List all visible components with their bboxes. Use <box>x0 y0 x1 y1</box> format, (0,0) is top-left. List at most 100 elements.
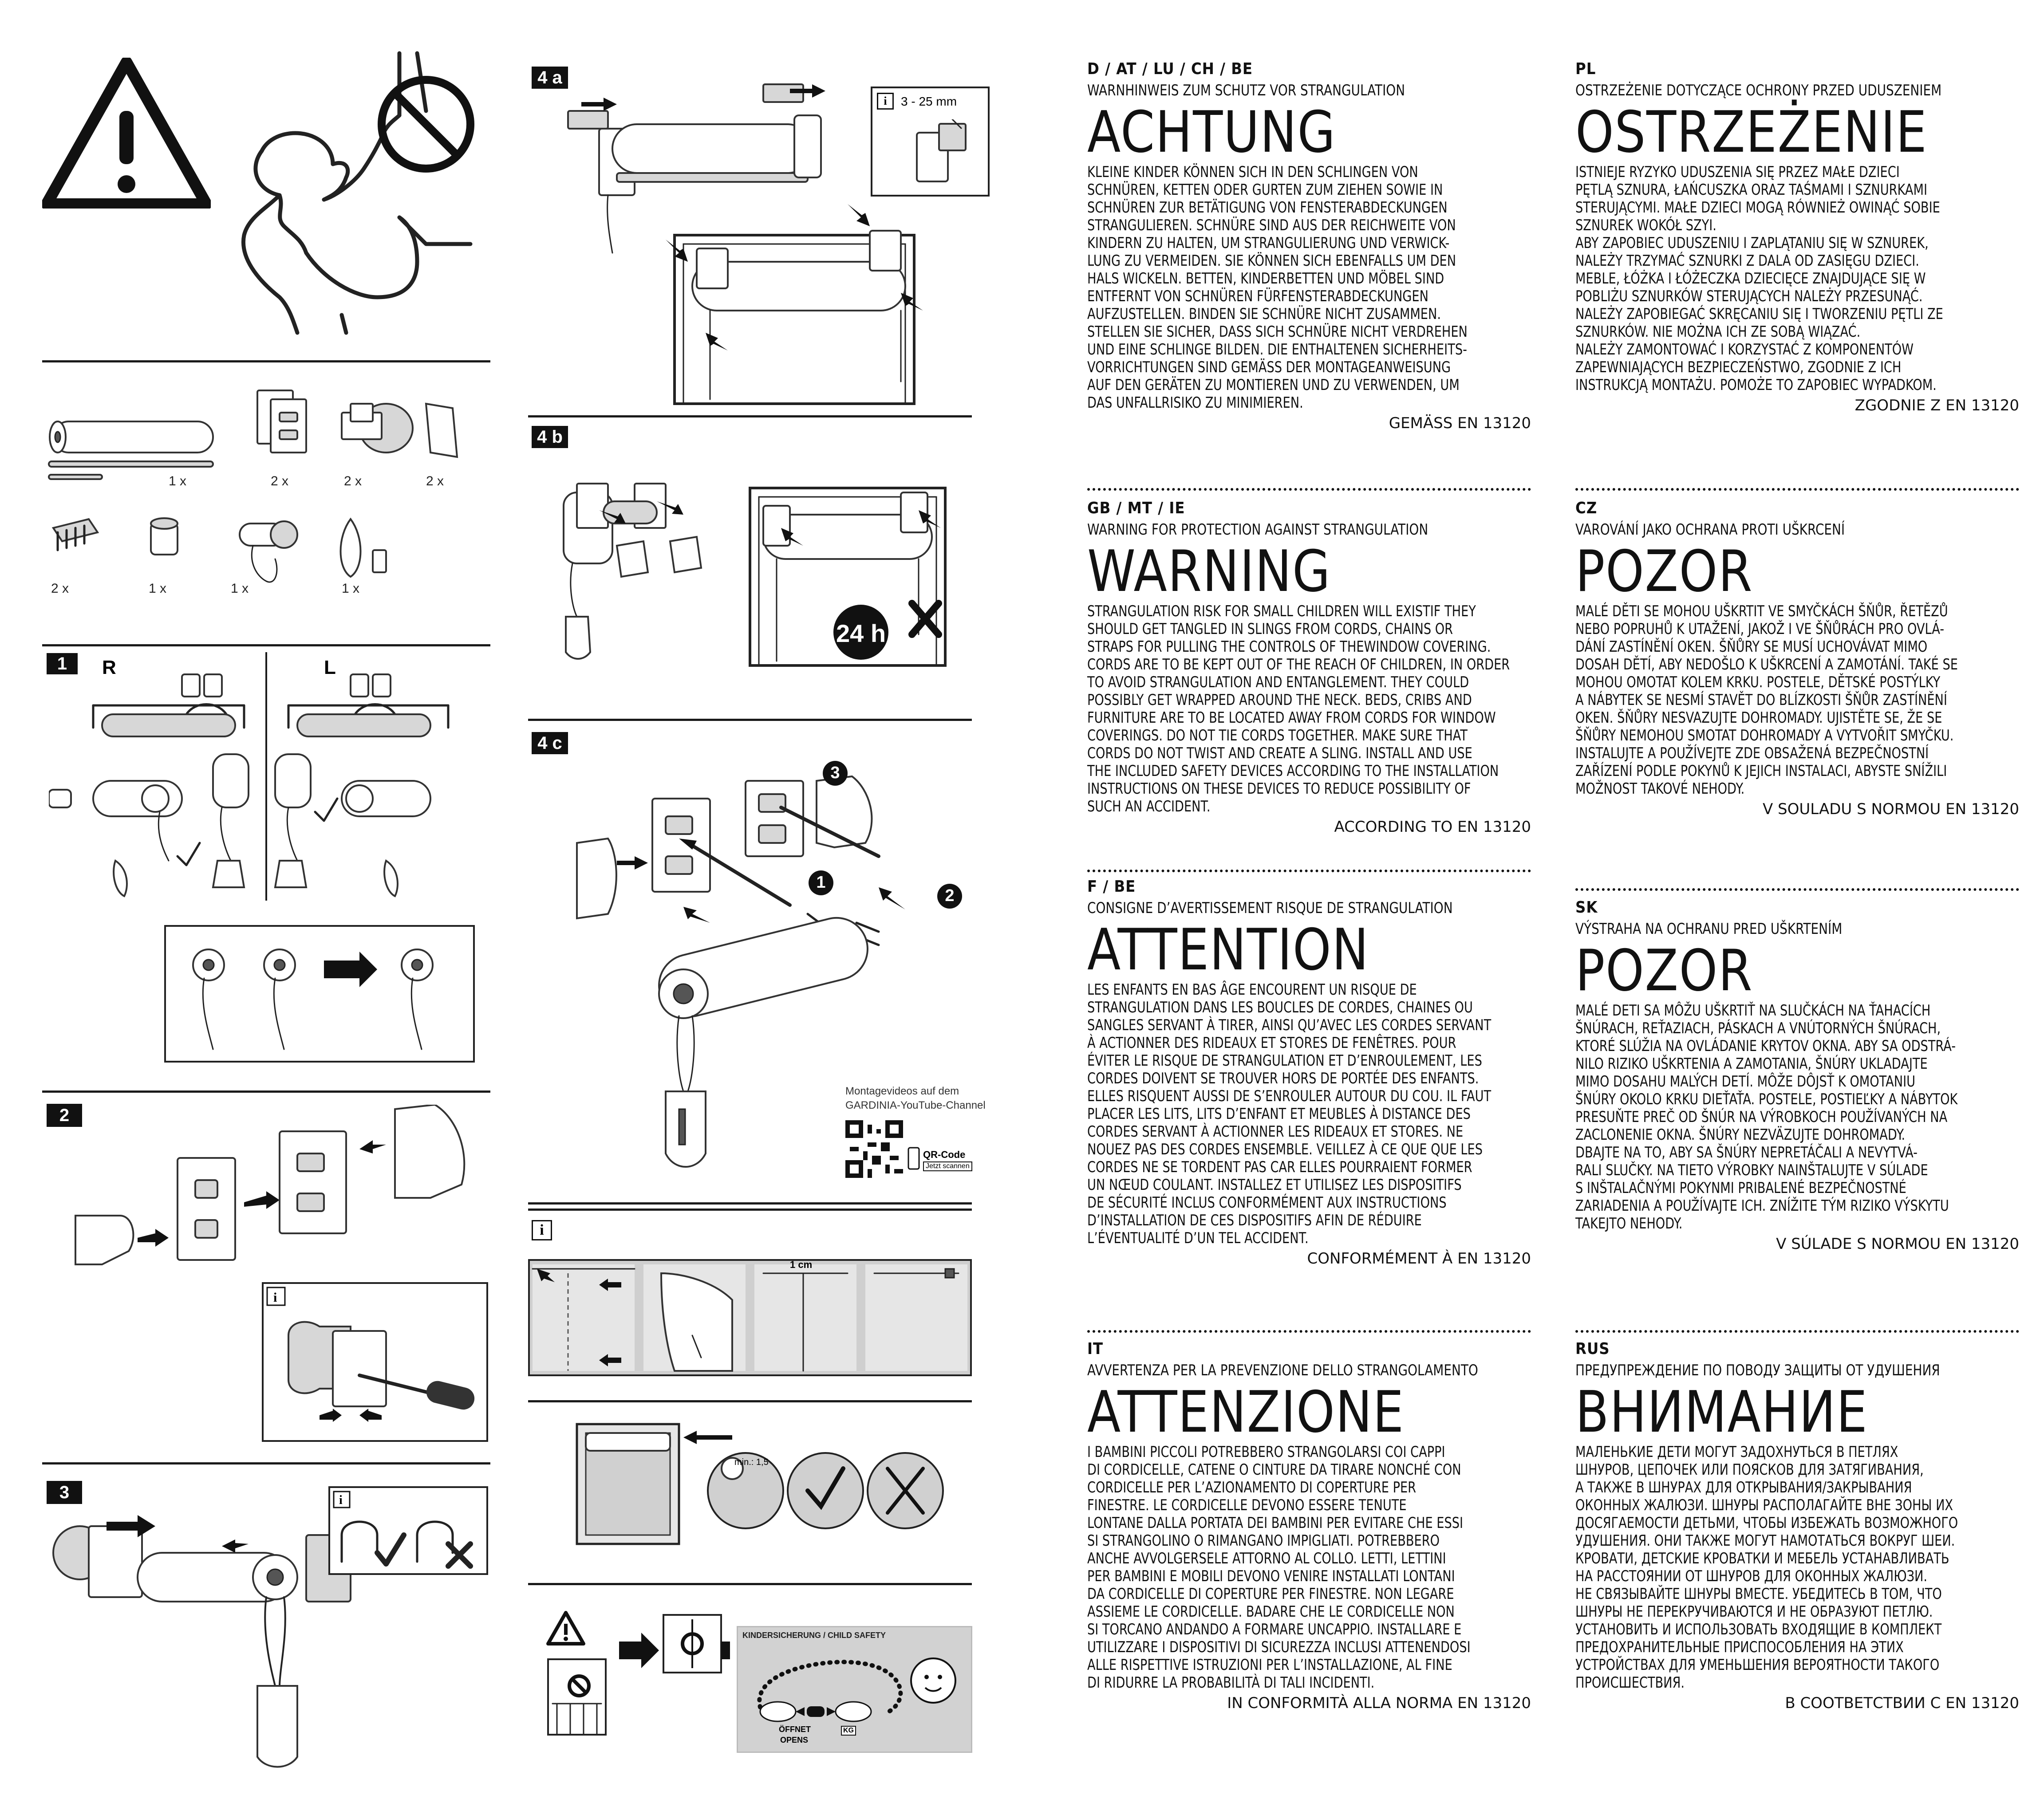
dotted-divider <box>1087 1330 1531 1333</box>
info-icon: i <box>532 1220 552 1240</box>
qty-spacer: 2 x <box>51 581 69 596</box>
wait-24h-label: 24 h <box>836 619 886 647</box>
divider <box>42 1090 490 1093</box>
step-4c-badge: 4 c <box>532 732 568 754</box>
section-body: I BAMBINI PICCOLI POTREBBERO STRANGOLARS… <box>1087 1443 1471 1692</box>
warning-section-cz: CZ VAROVÁNÍ JAKO OCHRANA PROTI UŠKRCENÍ … <box>1575 499 2019 818</box>
qty-bracket: 2 x <box>271 474 289 488</box>
section-norm: ZGODNIE Z EN 13120 <box>1855 397 2019 414</box>
step-1-left-diagram <box>274 673 450 898</box>
warning-triangle-icon <box>42 58 211 209</box>
section-norm: V SÚLADE S NORMOU EN 13120 <box>1776 1235 2019 1253</box>
section-norm: В СООТВЕТСТВИИ С EN 13120 <box>1785 1694 2019 1712</box>
qr-code-label: QR-Code <box>923 1149 966 1160</box>
language-codes: RUS <box>1575 1340 1610 1358</box>
step-3-info-detail: i <box>328 1486 488 1575</box>
warning-section-it: IT AVVERTENZA PER LA PREVENZIONE DELLO S… <box>1087 1340 1531 1712</box>
divider <box>528 1209 972 1211</box>
qr-scan-label: Jetzt scannen <box>923 1161 972 1171</box>
step-1-badge: 1 <box>47 653 78 674</box>
warning-section-ru: RUS ПРЕДУПРЕЖДЕНИЕ ПО ПОВОДУ ЗАЩИТЫ ОТ У… <box>1575 1340 2019 1712</box>
parts-roller-blind <box>48 421 214 480</box>
language-codes: CZ <box>1575 499 1598 517</box>
step-4a-info: i 3 - 25 mm <box>871 87 990 197</box>
opens-en-label: OPENS <box>780 1736 809 1744</box>
warning-section-pl: PL OSTRZEŻENIE DOTYCZĄCE OCHRONY PRZED U… <box>1575 60 2019 414</box>
dotted-divider <box>1575 488 2019 491</box>
gap-detail-icon <box>916 119 967 182</box>
section-heading: POZOR <box>1575 539 1753 605</box>
divider <box>528 719 972 721</box>
section-body: МАЛЕНЬКИЕ ДЕТИ МОГУТ ЗАДОХНУТЬСЯ В ПЕТЛЯ… <box>1575 1443 1958 1692</box>
divider <box>528 1400 972 1402</box>
step-4a-badge: 4 a <box>532 67 568 89</box>
child-safety-warning <box>546 1611 730 1736</box>
callout-2-label: 2 <box>945 886 955 905</box>
warning-section-de: D / AT / LU / CH / BE WARNHINWEIS ZUM SC… <box>1087 60 1531 432</box>
section-norm: ACCORDING TO EN 13120 <box>1334 818 1531 836</box>
qty-leaflet: 2 x <box>426 474 444 488</box>
section-subtitle: VAROVÁNÍ JAKO OCHRANA PROTI UŠKRCENÍ <box>1575 521 1845 539</box>
dotted-divider <box>1087 870 1531 872</box>
side-left-label: L <box>324 657 336 678</box>
section-body: MALÉ DETI SA MÔŽU UŠKRTIŤ NA SLUČKÁCH NA… <box>1575 1002 1958 1232</box>
section-body: LES ENFANTS EN BAS ÂGE ENCOURENT UN RISQ… <box>1087 981 1492 1247</box>
divider <box>528 1583 972 1585</box>
section-subtitle: CONSIGNE D’AVERTISSEMENT RISQUE DE STRAN… <box>1087 899 1453 917</box>
section-norm: CONFORMÉMENT À EN 13120 <box>1307 1250 1531 1268</box>
divider-vertical <box>265 652 267 901</box>
child-safety-panel: KINDERSICHERUNG / CHILD SAFETY ÖFFNET OP… <box>737 1626 972 1753</box>
parts-leaflet <box>425 402 458 458</box>
section-heading: OSTRZEŻENIE <box>1575 99 1928 165</box>
qty-roller: 1 x <box>169 474 187 488</box>
safety-chain-icon <box>757 1657 956 1722</box>
svg-text:i: i <box>339 1493 343 1507</box>
phone-icon <box>908 1147 920 1170</box>
info-cut-strip <box>528 1259 972 1376</box>
section-heading: WARNING <box>1087 539 1331 605</box>
qty-endcap: 2 x <box>344 474 362 488</box>
info-icon: i <box>273 1290 277 1305</box>
step-2-diagram <box>75 1105 466 1265</box>
min-label: min.: 1,5 <box>734 1457 769 1467</box>
step-4b-diagram <box>563 483 947 667</box>
dotted-divider <box>1575 888 2019 891</box>
qty-plug: 1 x <box>149 581 167 596</box>
section-subtitle: VÝSTRAHA NA OCHRANU PRED UŠKRTENÍM <box>1575 920 1843 938</box>
gap-range-label: 3 - 25 mm <box>901 94 957 108</box>
section-subtitle: OSTRZEŻENIE DOTYCZĄCE OCHRONY PRZED UDUS… <box>1575 82 1942 99</box>
qty-chain-mech: 1 x <box>231 581 249 596</box>
step-1-chain-detail <box>164 925 475 1063</box>
window-blind-detail <box>576 1423 944 1545</box>
language-codes: GB / MT / IE <box>1087 499 1185 517</box>
section-subtitle: AVVERTENZA PER LA PREVENZIONE DELLO STRA… <box>1087 1362 1478 1379</box>
section-subtitle: WARNING FOR PROTECTION AGAINST STRANGULA… <box>1087 521 1428 539</box>
section-heading: ВНИМАНИЕ <box>1575 1379 1868 1445</box>
section-body: STRANGULATION RISK FOR SMALL CHILDREN WI… <box>1087 602 1510 815</box>
divider <box>42 360 490 362</box>
step-4b-badge: 4 b <box>532 426 568 448</box>
callout-3 <box>823 761 848 786</box>
language-codes: D / AT / LU / CH / BE <box>1087 60 1253 78</box>
language-codes: F / BE <box>1087 878 1136 896</box>
cross-icon <box>908 600 942 638</box>
section-norm: GEMÄSS EN 13120 <box>1389 414 1531 432</box>
divider <box>42 644 490 646</box>
section-norm: IN CONFORMITÀ ALLA NORMA EN 13120 <box>1227 1694 1531 1712</box>
section-heading: ACHTUNG <box>1087 99 1336 165</box>
parts-row2 <box>51 517 387 583</box>
section-body: KLEINE KINDER KÖNNEN SICH IN DEN SCHLING… <box>1087 163 1468 412</box>
youtube-note-line2: GARDINIA-YouTube-Channel <box>845 1099 986 1111</box>
youtube-note-line1: Montagevideos auf dem <box>845 1085 959 1097</box>
step-4c-diagram <box>576 775 905 1168</box>
section-norm: V SOULADU S NORMOU EN 13120 <box>1762 800 2019 818</box>
step-4b-wait-badge <box>833 605 888 660</box>
step-1-right-diagram <box>49 673 249 898</box>
info-icon: i <box>877 93 894 110</box>
section-heading: ATTENZIONE <box>1087 1379 1405 1445</box>
divider <box>42 1462 490 1464</box>
step-3-diagram <box>52 1515 351 1768</box>
step-4a-diagram <box>567 83 923 405</box>
qr-code-icon[interactable] <box>845 1120 903 1178</box>
step-2-info-detail: i <box>262 1282 488 1442</box>
